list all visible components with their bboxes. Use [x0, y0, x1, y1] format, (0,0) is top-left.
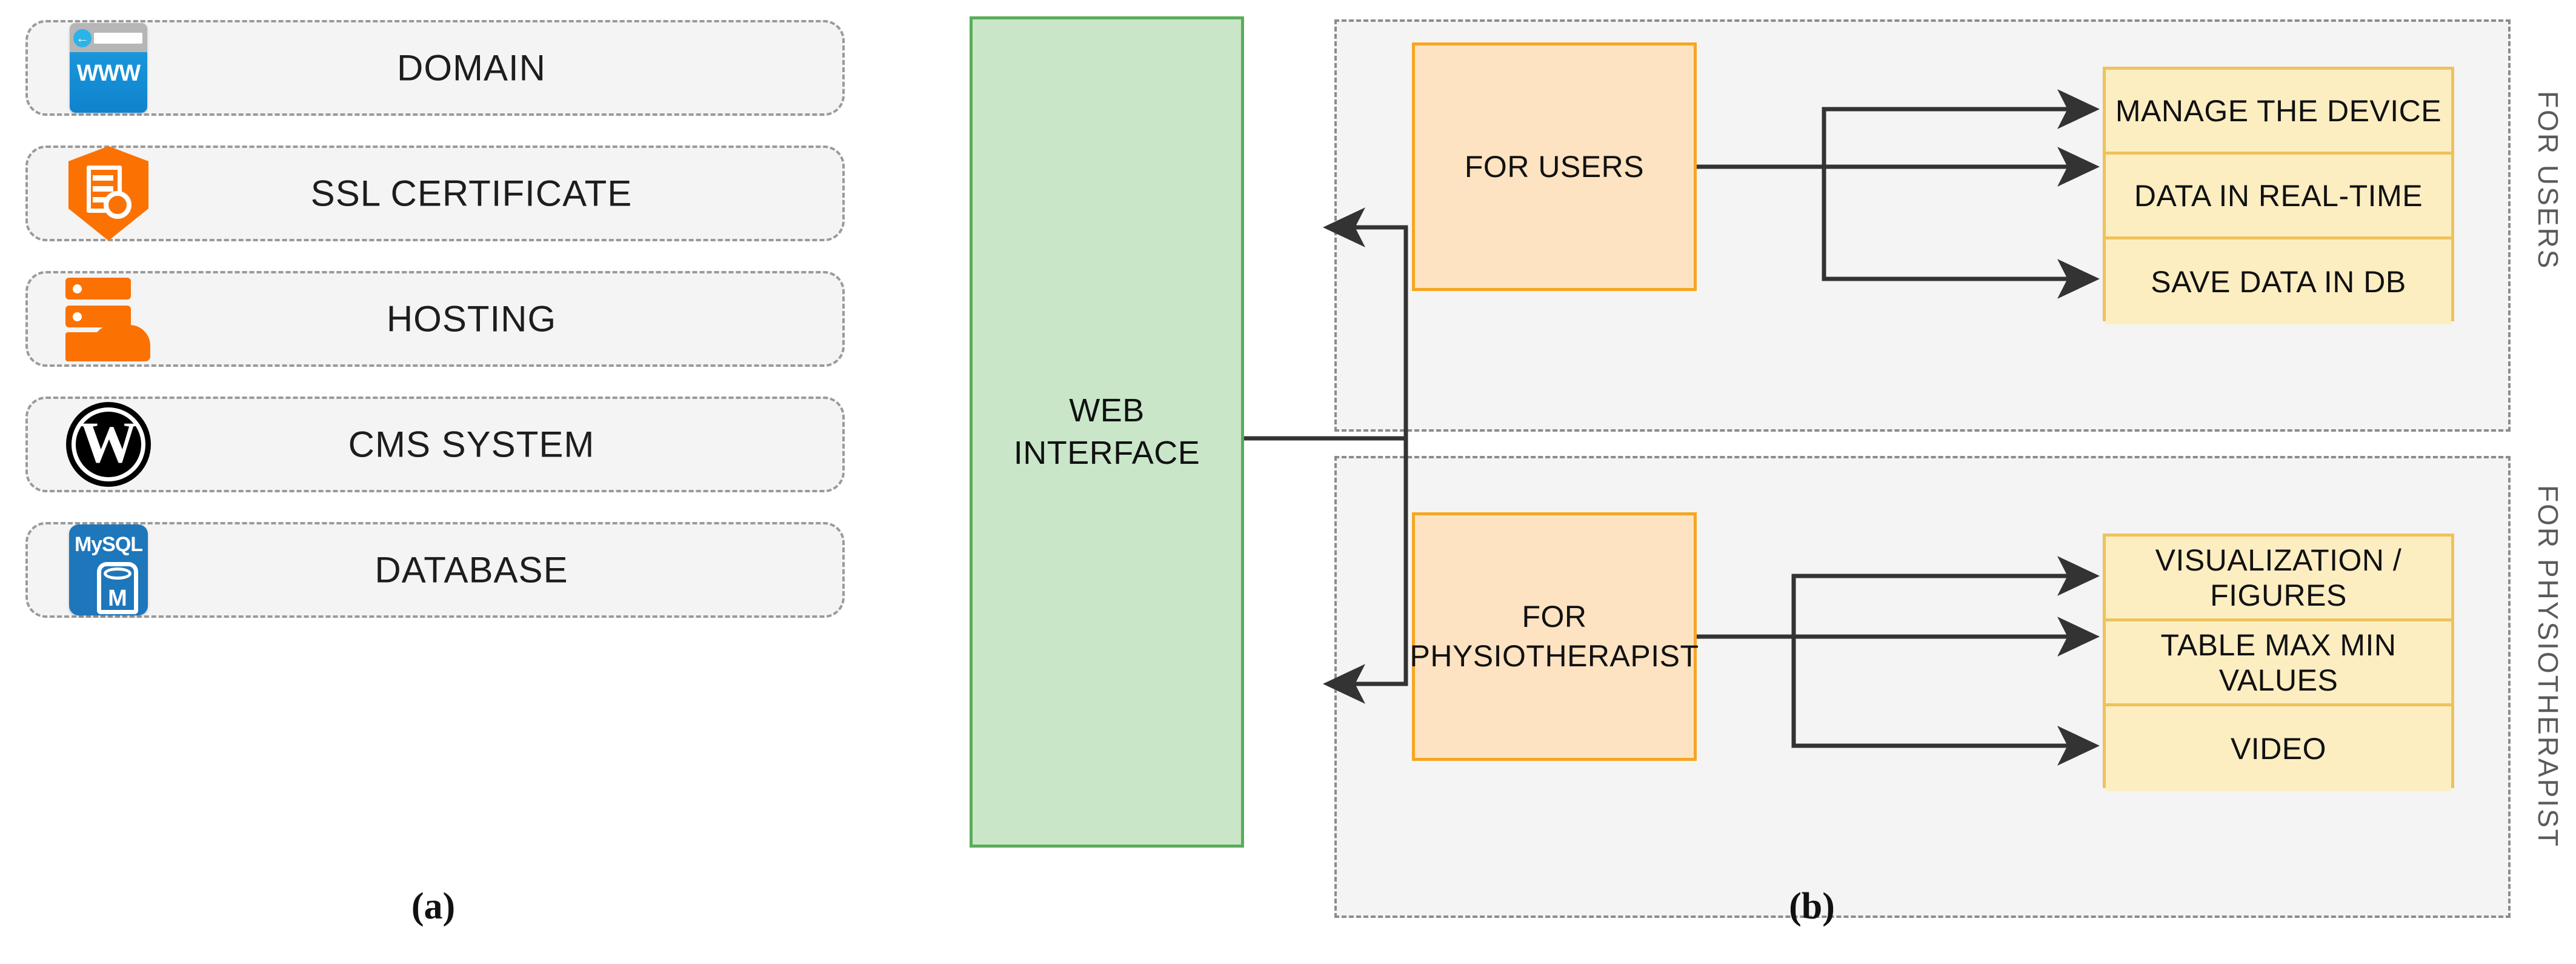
group-side-label-for-physiotherapist: FOR PHYSIOTHERAPIST	[2532, 485, 2564, 848]
feature-data-in-real-time[interactable]: DATA IN REAL-TIME	[2106, 155, 2451, 239]
web-interface-label: WEB INTERFACE	[1013, 392, 1200, 471]
card-label-ssl-certificate: SSL CERTIFICATE	[310, 173, 633, 214]
feature-label: TABLE MAX MIN VALUES	[2160, 628, 2397, 697]
mysql-wordmark: MySQL	[74, 533, 143, 556]
panel-b-caption: (b)	[1789, 886, 1835, 927]
role-label-for-users: FOR USERS	[1464, 149, 1645, 184]
db-m-glyph: M	[108, 586, 127, 611]
cert-seal-shape	[104, 191, 131, 219]
role-box-for-physiotherapist[interactable]: FOR PHYSIOTHERAPIST	[1409, 512, 1699, 761]
cert-line-1	[93, 175, 113, 181]
feature-label: SAVE DATA IN DB	[2151, 265, 2406, 299]
panel-b: WEB INTERFACE FOR USERS MANAGE THE DEVIC…	[927, 0, 2576, 964]
address-bar-shape	[94, 33, 142, 44]
card-cms-system[interactable]: W CMS SYSTEM	[25, 397, 845, 492]
role-label-for-physiotherapist: FOR PHYSIOTHERAPIST	[1409, 600, 1699, 673]
feature-save-data-in-db[interactable]: SAVE DATA IN DB	[2106, 239, 2451, 324]
cert-line-2	[93, 186, 113, 192]
card-label-cms-system: CMS SYSTEM	[348, 424, 595, 465]
card-hosting[interactable]: HOSTING	[25, 271, 845, 367]
feature-manage-the-device[interactable]: MANAGE THE DEVICE	[2106, 70, 2451, 155]
feature-visualization-figures[interactable]: VISUALIZATION / FIGURES	[2106, 537, 2451, 621]
ssl-shield-icon	[63, 146, 154, 241]
back-arrow-icon: ←	[73, 29, 92, 47]
mysql-icon: MySQL M	[63, 524, 154, 615]
card-label-domain: DOMAIN	[397, 47, 546, 89]
card-domain[interactable]: ← WWW DOMAIN	[25, 20, 845, 116]
feature-video[interactable]: VIDEO	[2106, 706, 2451, 791]
card-label-hosting: HOSTING	[386, 298, 557, 340]
card-database[interactable]: MySQL M DATABASE	[25, 522, 845, 618]
wordpress-icon: W	[63, 399, 154, 490]
card-ssl-certificate[interactable]: SSL CERTIFICATE	[25, 146, 845, 241]
server-rack-2	[65, 306, 131, 327]
web-interface-node[interactable]: WEB INTERFACE	[970, 16, 1244, 848]
feature-label: VISUALIZATION / FIGURES	[2155, 543, 2402, 612]
www-text: WWW	[76, 61, 141, 86]
feature-table-max-min-values[interactable]: TABLE MAX MIN VALUES	[2106, 621, 2451, 706]
group-side-label-for-users: FOR USERS	[2532, 91, 2564, 270]
www-browser-icon: ← WWW	[63, 22, 154, 113]
db-cylinder-shape: M	[97, 562, 138, 614]
card-label-database: DATABASE	[374, 549, 568, 591]
cert-line-3	[93, 197, 113, 203]
role-box-for-users[interactable]: FOR USERS	[1412, 42, 1697, 291]
cloud-shape	[88, 325, 150, 361]
panel-a-caption: (a)	[411, 886, 456, 927]
feature-label: MANAGE THE DEVICE	[2115, 93, 2442, 128]
certificate-doc-shape	[87, 166, 122, 213]
server-rack-1	[65, 278, 131, 300]
server-cloud-icon	[63, 273, 154, 364]
feature-label: VIDEO	[2230, 732, 2327, 766]
panel-a: ← WWW DOMAIN SSL CERTIFICATE	[0, 0, 927, 964]
wordpress-w-glyph: W	[79, 410, 138, 475]
feature-stack-for-users: MANAGE THE DEVICE DATA IN REAL-TIME SAVE…	[2103, 67, 2454, 324]
feature-stack-for-physiotherapist: VISUALIZATION / FIGURES TABLE MAX MIN VA…	[2103, 534, 2454, 791]
feature-label: DATA IN REAL-TIME	[2134, 178, 2423, 213]
